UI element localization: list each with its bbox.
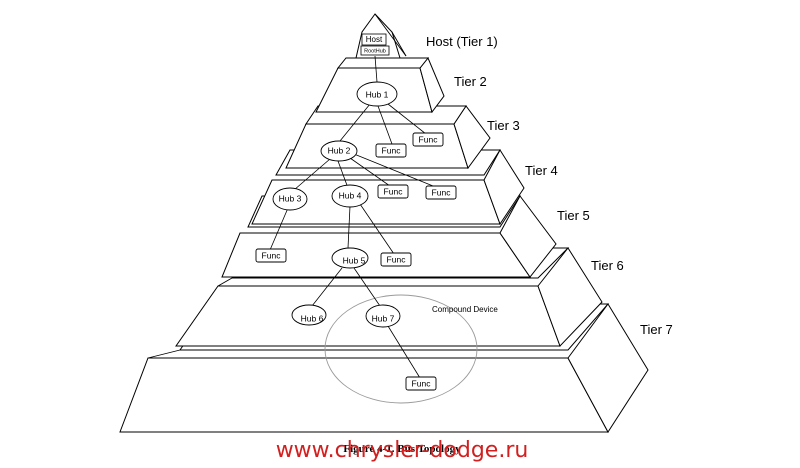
svg-text:Func: Func bbox=[387, 254, 407, 264]
tier-6-label: Tier 6 bbox=[591, 258, 624, 273]
tier-7-label: Tier 7 bbox=[640, 322, 673, 337]
hub-4: Hub 4 bbox=[331, 184, 369, 208]
compound-device-outline bbox=[324, 294, 478, 404]
hub-2: Hub 2 bbox=[320, 140, 358, 162]
hub-5: Hub 5 bbox=[331, 247, 369, 269]
hub-4-label: Hub 4 bbox=[339, 190, 362, 200]
hub-6-label: Hub 6 bbox=[301, 313, 324, 323]
hub-5-label: Hub 5 bbox=[343, 255, 366, 265]
tier-2-label: Tier 2 bbox=[454, 74, 487, 89]
svg-text:Func: Func bbox=[412, 378, 432, 388]
func-tier4-a: Func bbox=[377, 184, 409, 199]
roothub-label: RootHub bbox=[364, 48, 386, 54]
host-label: Host bbox=[366, 35, 383, 44]
svg-text:Func: Func bbox=[419, 134, 439, 144]
func-tier3-b: Func bbox=[412, 132, 444, 147]
tier-5-label: Tier 5 bbox=[557, 208, 590, 223]
func-compound: Func bbox=[405, 376, 437, 391]
svg-text:Func: Func bbox=[384, 186, 404, 196]
func-tier3-a: Func bbox=[375, 143, 407, 158]
tier-3-label: Tier 3 bbox=[487, 118, 520, 133]
hub-1: Hub 1 bbox=[356, 81, 398, 107]
figure-caption: Figure 4-1. Bus Topology bbox=[343, 443, 461, 455]
compound-device-label: Compound Device bbox=[432, 305, 498, 314]
hub-1-label: Hub 1 bbox=[366, 89, 389, 99]
svg-text:Func: Func bbox=[432, 187, 452, 197]
hub-7-label: Hub 7 bbox=[372, 313, 395, 323]
func-tier5-b: Func bbox=[380, 252, 412, 267]
func-tier5-a: Func bbox=[255, 248, 287, 263]
host-node: Host RootHub bbox=[360, 33, 390, 56]
tier-3-slab bbox=[285, 105, 491, 170]
hub-3-label: Hub 3 bbox=[279, 193, 302, 203]
topology-links bbox=[269, 55, 439, 379]
svg-text:Func: Func bbox=[382, 145, 402, 155]
tier-4-label: Tier 4 bbox=[525, 163, 558, 178]
watermark: www.chrysler-dodge.ru bbox=[276, 438, 529, 463]
hub-7: Hub 7 bbox=[365, 304, 401, 328]
tier-1-label: Host (Tier 1) bbox=[426, 34, 498, 49]
hub-6: Hub 6 bbox=[291, 304, 327, 326]
svg-text:Func: Func bbox=[262, 250, 282, 260]
hub-2-label: Hub 2 bbox=[328, 145, 351, 155]
hub-3: Hub 3 bbox=[272, 187, 308, 211]
func-tier4-b: Func bbox=[425, 185, 457, 200]
